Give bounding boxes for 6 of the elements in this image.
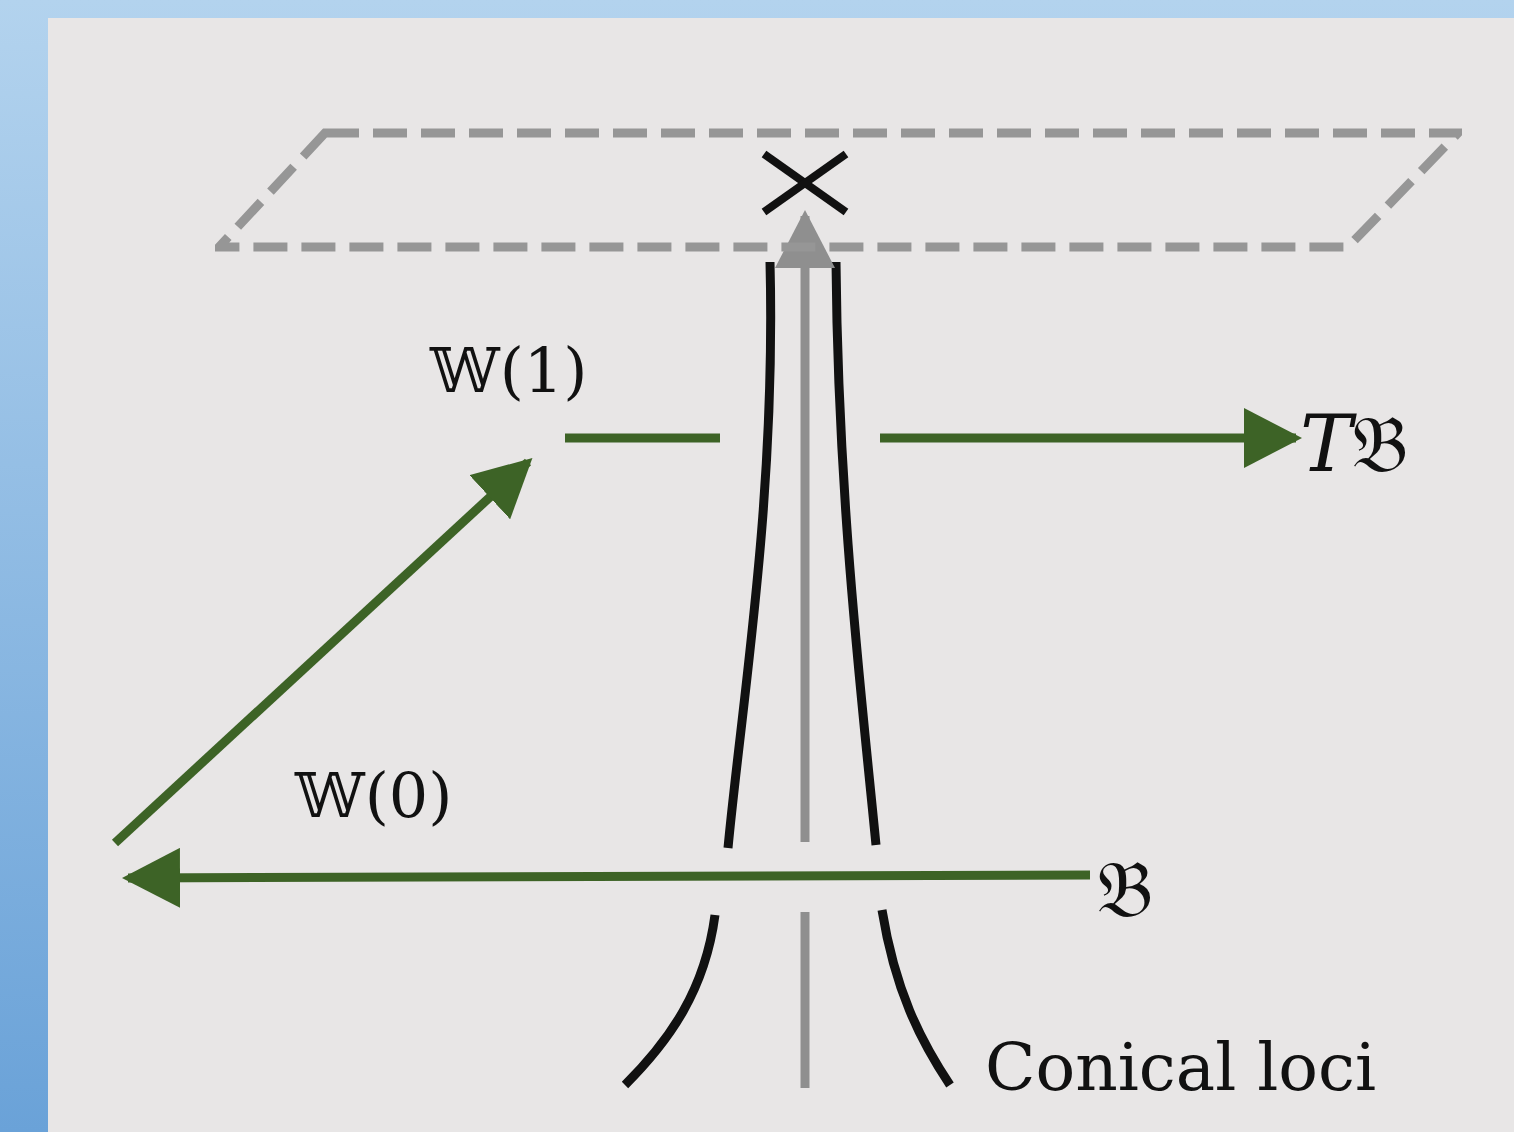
- math-label: T𝔅: [1300, 405, 1409, 483]
- math-label: 𝔅: [1097, 850, 1153, 928]
- math-label: Conical loci: [985, 1035, 1377, 1101]
- arrow: [122, 847, 1090, 908]
- math-label: 𝕎(1): [430, 340, 588, 402]
- math-label: 𝕎(0): [295, 765, 453, 827]
